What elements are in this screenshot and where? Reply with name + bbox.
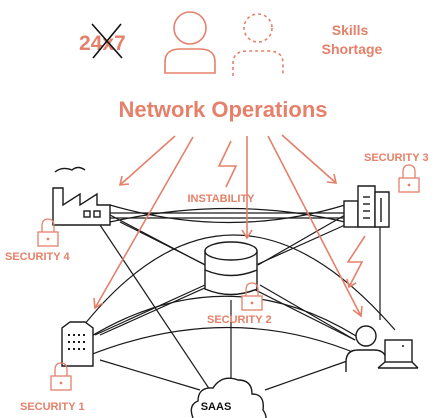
lightning-icon	[217, 140, 238, 188]
page-title: Network Operations	[118, 97, 327, 122]
arrow-head	[241, 229, 253, 240]
arrow-head	[352, 305, 363, 318]
skills-line: Skills	[332, 22, 369, 38]
lock-icon	[37, 218, 59, 247]
connection-line	[89, 326, 361, 356]
arrow-head	[118, 175, 130, 186]
connection-line	[109, 204, 346, 224]
person-icon	[164, 11, 216, 74]
security-2-label: SECURITY 2	[207, 314, 272, 326]
instability-label: INSTABILITY	[187, 193, 255, 205]
connection-line	[264, 359, 351, 391]
arrow-head	[326, 173, 338, 184]
saas-label: SAAS	[201, 401, 232, 413]
database-icon	[204, 241, 258, 296]
security-1-label: SECURITY 1	[20, 401, 85, 413]
office-tower-icon	[61, 321, 94, 367]
shortage-line: Shortage	[322, 41, 383, 57]
cloud-icon	[190, 377, 267, 418]
threat-arrows	[93, 134, 363, 318]
security-4-label: SECURITY 4	[5, 251, 70, 263]
lock-icon	[241, 282, 263, 311]
person-dashed-icon	[232, 13, 284, 76]
arrow-to-security-3	[281, 134, 337, 184]
factory-icon	[52, 166, 111, 226]
connection-line	[109, 207, 346, 223]
cross-out-mark	[91, 23, 123, 59]
lock-icon	[398, 164, 420, 193]
skyscraper-icon	[343, 185, 390, 228]
skills-shortage-text: Skills Shortage	[322, 22, 383, 57]
connection-line	[84, 295, 371, 346]
connection-line	[99, 359, 201, 391]
connection-line	[94, 284, 206, 336]
security-3-label: SECURITY 3	[364, 152, 429, 164]
lock-icon	[50, 362, 72, 391]
connection-line	[257, 214, 346, 266]
header: 24x7 Skills Shortage Network Operations	[79, 11, 383, 122]
lightning-icon	[346, 235, 366, 289]
arrow-to-security-4	[119, 135, 176, 186]
arrow-to-security-1	[94, 136, 194, 309]
laptop-user-icon	[345, 325, 419, 372]
arrow-to-laptop	[267, 135, 362, 317]
arrow-head	[93, 297, 104, 310]
